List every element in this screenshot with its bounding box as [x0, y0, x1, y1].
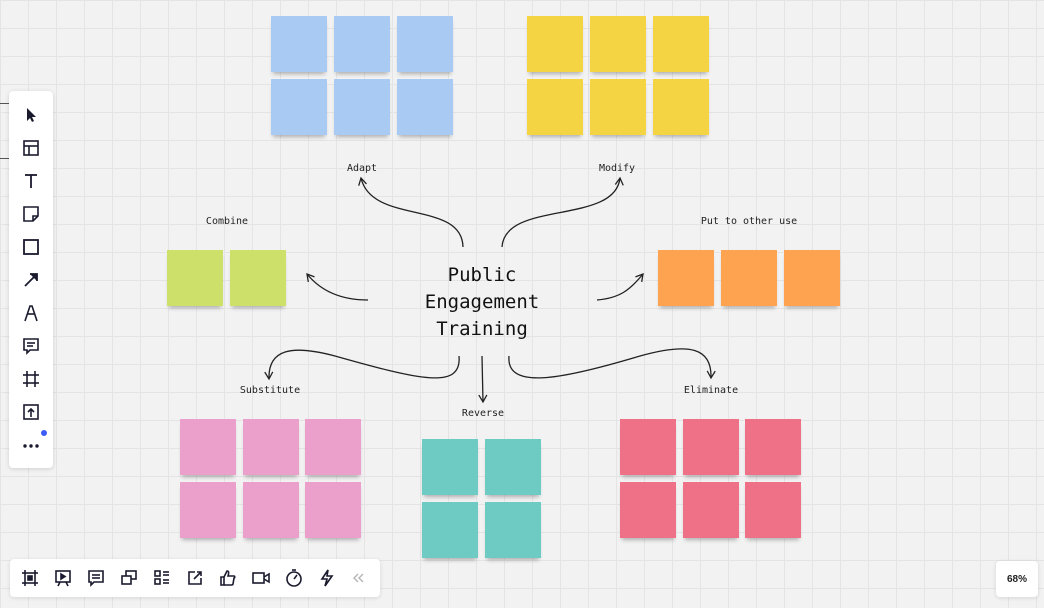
- templates-icon[interactable]: [17, 134, 45, 162]
- sticky-note[interactable]: [305, 482, 361, 538]
- shape-icon[interactable]: [17, 233, 45, 261]
- label-modify[interactable]: Modify: [598, 163, 636, 174]
- sticky-note[interactable]: [305, 419, 361, 475]
- sticky-note[interactable]: [180, 482, 236, 538]
- sticky-note[interactable]: [653, 16, 709, 72]
- collapse-icon[interactable]: [344, 564, 372, 592]
- arrow-to-combine: [306, 272, 369, 301]
- pen-icon[interactable]: [17, 299, 45, 327]
- sticky-note[interactable]: [167, 250, 223, 306]
- reactions-icon[interactable]: [214, 564, 242, 592]
- comment-icon[interactable]: [17, 332, 45, 360]
- card-list-icon[interactable]: [82, 564, 110, 592]
- text-icon[interactable]: [17, 167, 45, 195]
- sticky-note[interactable]: [590, 16, 646, 72]
- upload-icon[interactable]: [17, 398, 45, 426]
- frame-icon[interactable]: [17, 365, 45, 393]
- timer-icon[interactable]: [280, 564, 308, 592]
- sticky-note[interactable]: [721, 250, 777, 306]
- label-substitute[interactable]: Substitute: [239, 385, 301, 396]
- sticky-note[interactable]: [620, 482, 676, 538]
- label-reverse[interactable]: Reverse: [461, 408, 505, 419]
- sticky-note[interactable]: [527, 79, 583, 135]
- sticky-note-icon[interactable]: [17, 200, 45, 228]
- central-topic[interactable]: Public Engagement Training: [425, 262, 539, 343]
- label-adapt[interactable]: Adapt: [346, 163, 378, 174]
- sticky-note[interactable]: [397, 16, 453, 72]
- central-topic-line: Public: [447, 264, 517, 286]
- sticky-note[interactable]: [745, 482, 801, 538]
- arrow-to-substitute: [264, 349, 460, 381]
- sticky-note[interactable]: [243, 419, 299, 475]
- arrow-to-reverse: [478, 355, 488, 404]
- label-put-to-other-use[interactable]: Put to other use: [700, 216, 798, 227]
- lightning-icon[interactable]: [313, 564, 341, 592]
- screen-share-icon[interactable]: [115, 564, 143, 592]
- bottom-toolbar: [10, 559, 380, 597]
- video-call-icon[interactable]: [247, 564, 275, 592]
- select-cursor-icon[interactable]: [17, 101, 45, 129]
- sticky-note[interactable]: [334, 79, 390, 135]
- sticky-note[interactable]: [784, 250, 840, 306]
- label-combine[interactable]: Combine: [205, 216, 249, 227]
- sticky-note[interactable]: [334, 16, 390, 72]
- sticky-note[interactable]: [422, 439, 478, 495]
- sticky-note[interactable]: [271, 79, 327, 135]
- arrow-to-adapt: [358, 176, 464, 248]
- edge-mark: [0, 158, 9, 159]
- sticky-note[interactable]: [653, 79, 709, 135]
- sticky-note[interactable]: [485, 502, 541, 558]
- arrow-to-put-to-other-use: [596, 272, 644, 301]
- frames-icon[interactable]: [16, 564, 44, 592]
- sticky-note[interactable]: [397, 79, 453, 135]
- zoom-level-button[interactable]: 68%: [996, 561, 1038, 597]
- edge-mark: [0, 103, 9, 104]
- sticky-note[interactable]: [485, 439, 541, 495]
- central-topic-line: Engagement: [424, 291, 540, 313]
- sticky-note[interactable]: [745, 419, 801, 475]
- sticky-note[interactable]: [590, 79, 646, 135]
- label-eliminate[interactable]: Eliminate: [683, 385, 739, 396]
- sticky-note[interactable]: [271, 16, 327, 72]
- left-toolbar: [9, 91, 53, 468]
- arrow-to-modify: [501, 176, 624, 248]
- arrow-to-eliminate: [508, 348, 716, 380]
- sticky-note[interactable]: [620, 419, 676, 475]
- sticky-note[interactable]: [527, 16, 583, 72]
- sticky-note[interactable]: [683, 419, 739, 475]
- share-export-icon[interactable]: [181, 564, 209, 592]
- presentation-icon[interactable]: [49, 564, 77, 592]
- sticky-note[interactable]: [683, 482, 739, 538]
- notification-dot: [41, 430, 47, 436]
- sticky-note[interactable]: [422, 502, 478, 558]
- sticky-note[interactable]: [230, 250, 286, 306]
- more-icon[interactable]: [17, 429, 45, 457]
- sticky-note[interactable]: [243, 482, 299, 538]
- central-topic-line: Training: [436, 318, 528, 340]
- arrow-connector-icon[interactable]: [17, 266, 45, 294]
- layout-list-icon[interactable]: [148, 564, 176, 592]
- sticky-note[interactable]: [658, 250, 714, 306]
- sticky-note[interactable]: [180, 419, 236, 475]
